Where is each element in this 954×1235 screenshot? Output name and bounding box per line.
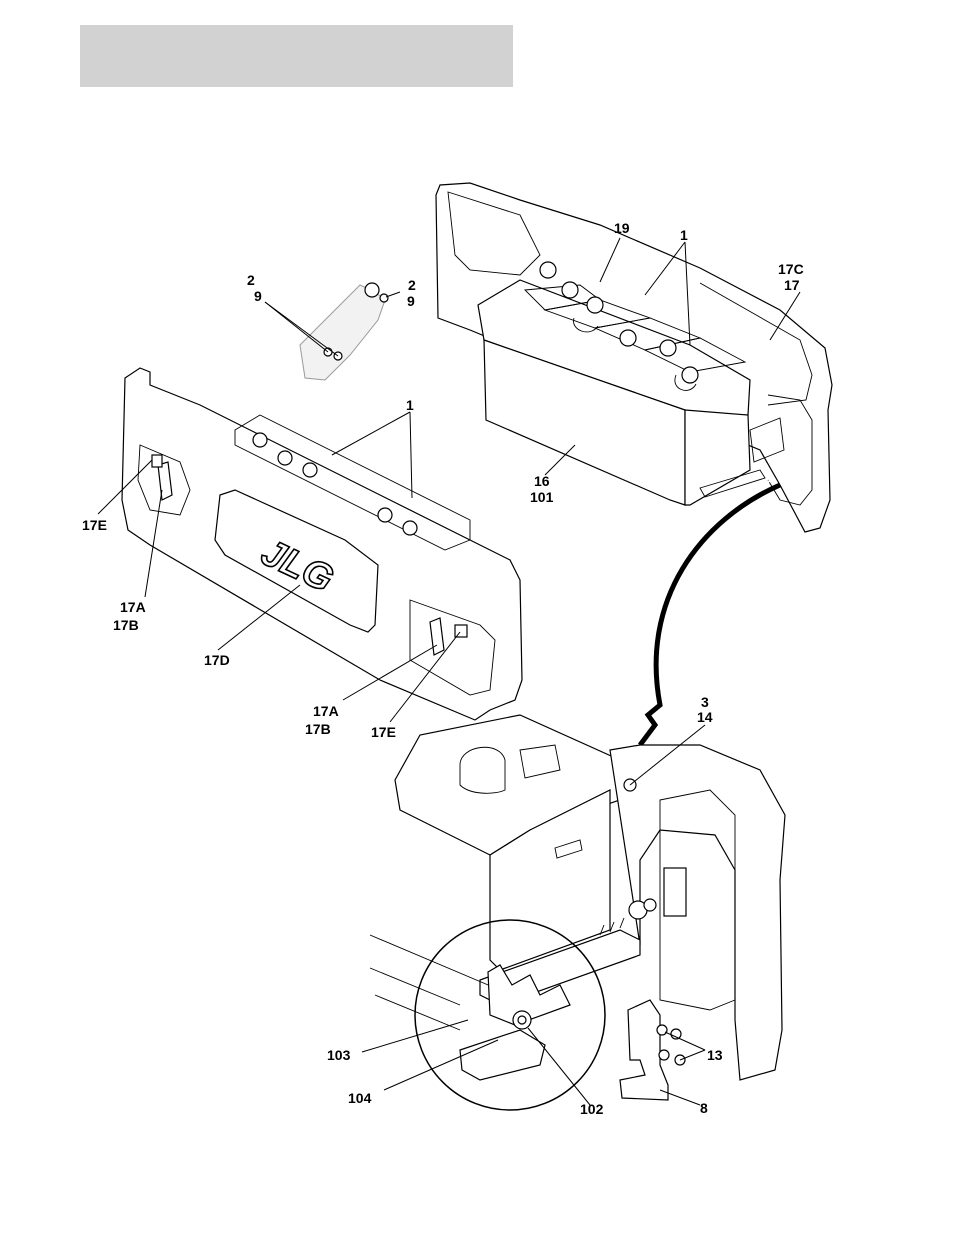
callout-17B-left: 17B xyxy=(113,617,139,633)
callout-1-top: 1 xyxy=(680,227,688,243)
zoom-connector xyxy=(640,480,780,745)
callout-8: 8 xyxy=(700,1100,708,1116)
callout-17A-right: 17A xyxy=(313,703,339,719)
callout-3: 3 xyxy=(701,694,709,710)
callout-17C: 17C xyxy=(778,261,804,277)
callout-9-right: 9 xyxy=(407,293,415,309)
disconnect-switch xyxy=(300,283,388,380)
callout-103: 103 xyxy=(327,1047,351,1063)
callout-16: 16 xyxy=(534,473,550,489)
callout-1-mid: 1 xyxy=(406,397,414,413)
callout-13: 13 xyxy=(707,1047,723,1063)
callout-17A-left: 17A xyxy=(120,599,146,615)
callout-2-right: 2 xyxy=(408,277,416,293)
callout-17D: 17D xyxy=(204,652,230,668)
battery-tray-assembly xyxy=(436,183,832,532)
callout-14: 14 xyxy=(697,709,713,725)
callout-102: 102 xyxy=(580,1101,604,1117)
mounting-detail xyxy=(370,715,785,1110)
callout-9-left: 9 xyxy=(254,288,262,304)
callout-2-left: 2 xyxy=(247,272,255,288)
callout-17E-right: 17E xyxy=(371,724,396,740)
callout-17E-left: 17E xyxy=(82,517,107,533)
front-cover: JLG xyxy=(122,368,522,720)
callout-104: 104 xyxy=(348,1090,372,1106)
callout-101: 101 xyxy=(530,489,554,505)
callout-17B-right: 17B xyxy=(305,721,331,737)
callout-17-top: 17 xyxy=(784,277,800,293)
callout-19: 19 xyxy=(614,220,630,236)
